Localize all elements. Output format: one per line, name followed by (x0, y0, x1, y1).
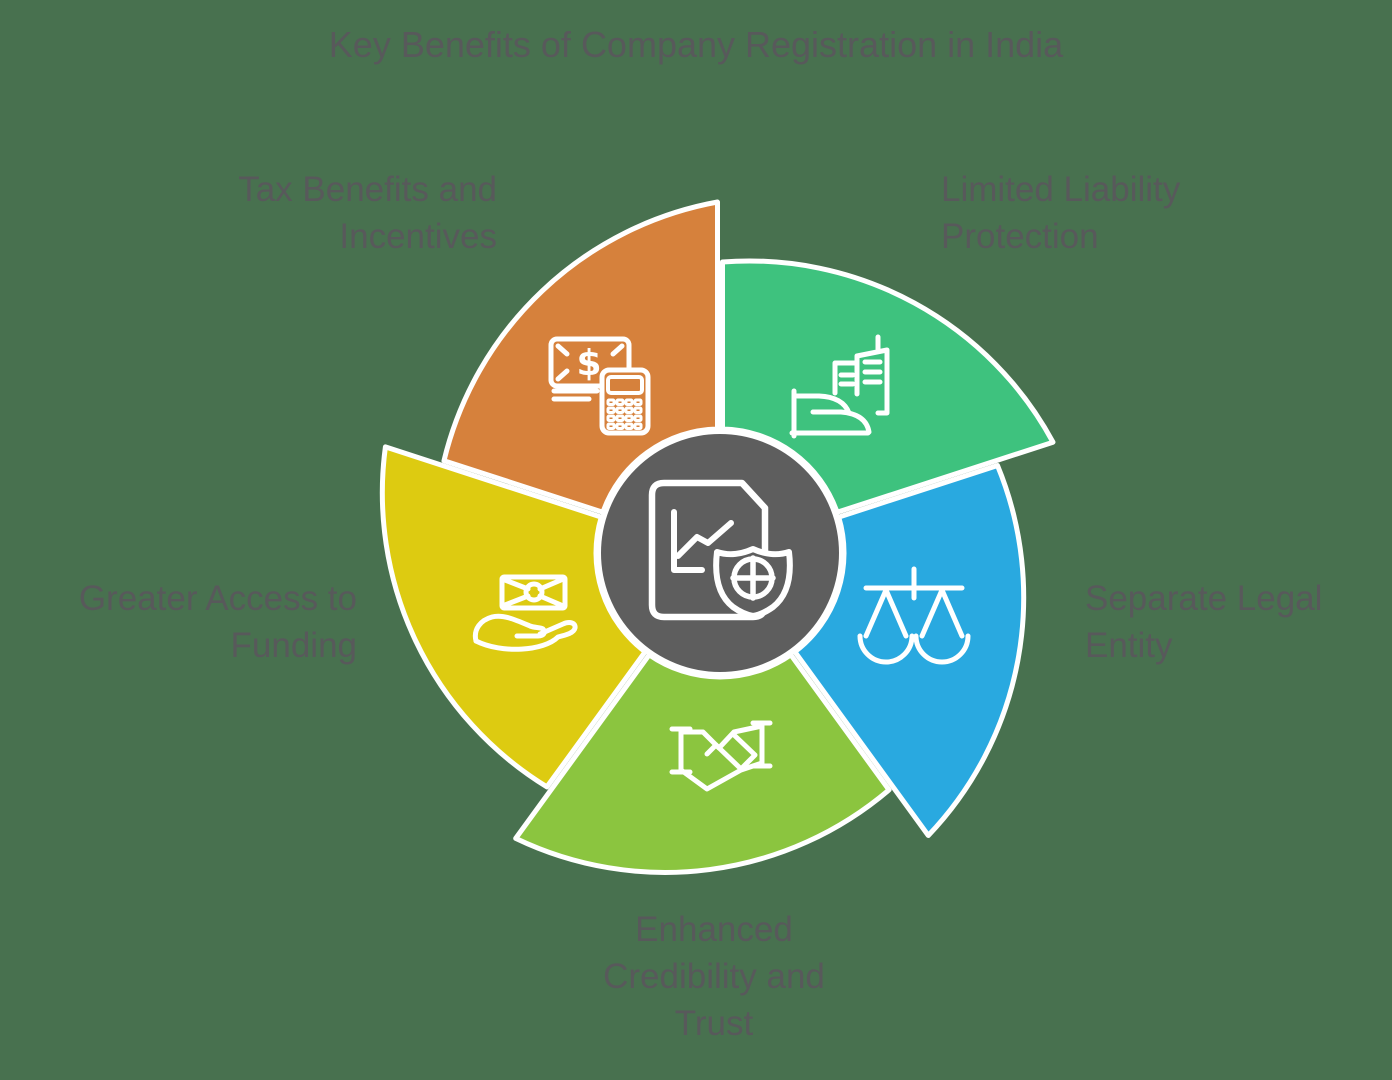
diagram-title: Key Benefits of Company Registration in … (328, 24, 1064, 65)
label-tax-benefits-and-incentives: Tax Benefits and Incentives (238, 170, 497, 256)
handshake-icon (669, 720, 773, 792)
chart-line (675, 520, 734, 559)
label-limited-liability-protection: Limited Liability Protection (941, 170, 1181, 256)
hand-money-icon (472, 574, 578, 652)
label-enhanced-credibility-and-trust: Enhanced Credibility and Trust (603, 910, 825, 1043)
svg-text:$: $ (576, 343, 601, 384)
chart-axis (671, 509, 705, 573)
money-calculator-icon: $ (548, 336, 651, 436)
label-separate-legal-entity: Separate Legal Entity (1085, 579, 1323, 665)
label-greater-access-to-funding: Greater Access to Funding (78, 579, 357, 665)
plus-sign (730, 555, 776, 601)
scales-icon (857, 566, 971, 665)
document-chart-shield-plus-icon (648, 479, 793, 621)
buildings-icon (789, 334, 890, 439)
